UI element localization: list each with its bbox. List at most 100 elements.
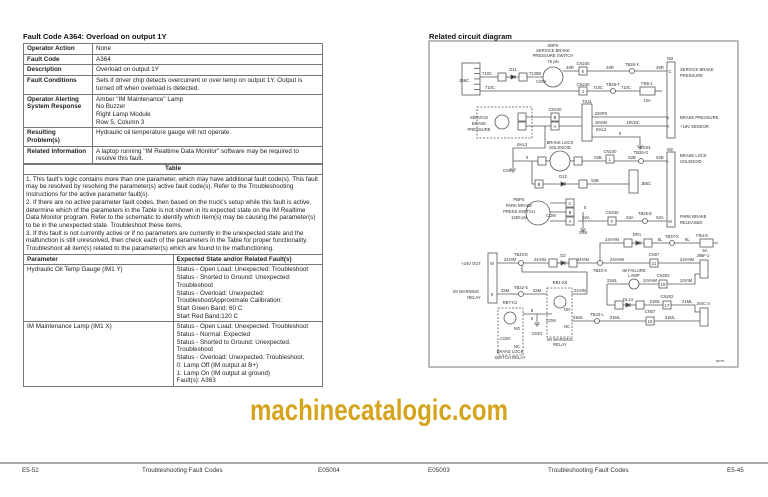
diagram-label: IM WARNING (547, 337, 573, 342)
diagram-label: 52A (656, 215, 664, 220)
wire (592, 136, 641, 145)
diagram-label: SBPS (547, 43, 558, 48)
fault-title: Fault Code A364: Overload on output 1Y (23, 32, 167, 41)
diagram-label: 24VIM (504, 257, 517, 262)
diagram-label: T125B (529, 71, 542, 76)
diagram-label: 24VIM (577, 257, 590, 262)
diagram-label: DR1 (633, 232, 642, 237)
connector-pin-box (643, 238, 653, 248)
diagram-label: 0 (619, 131, 622, 136)
diagram-label: B (554, 115, 557, 120)
diagram-label: 33M (533, 288, 542, 293)
diagram-label: 52B (628, 155, 636, 160)
diagram-label: CN240 (576, 61, 590, 66)
diagram-label: 48R (606, 65, 614, 70)
connector-pin-box (658, 279, 668, 289)
diagram-label: TB25-E (638, 211, 652, 216)
diagram-label: NC (514, 344, 520, 349)
park-brake-pressure-switch (525, 200, 551, 226)
j86f-1-connector (699, 259, 709, 279)
parameter-table: Table 1. This fault's logic contains mor… (23, 163, 323, 387)
diagram-label: 710C (621, 85, 631, 90)
diagram-label: B (569, 210, 572, 215)
connector-pin-box (607, 216, 617, 226)
m3-module-block (666, 61, 676, 139)
diagram-label: 710C (593, 85, 603, 90)
connector-pin-box (578, 86, 588, 96)
connector-pin-box (578, 179, 588, 189)
diagram-label: B (538, 182, 541, 187)
diagram-label: 21ML (650, 299, 661, 304)
diagram-label: F (611, 219, 614, 224)
diagram-label: 52B (656, 155, 664, 160)
diagram-label: COM (546, 318, 556, 323)
diagram-label: 21ML (682, 299, 693, 304)
terminal-block-point (518, 291, 524, 297)
diagram-label: 710C (482, 71, 492, 76)
fault-row-value: None (92, 43, 323, 55)
diagram-label: SHL3 (596, 127, 607, 132)
diagram-label: D2 (560, 253, 566, 258)
diagram-label: PRESS SWITCH (503, 209, 535, 214)
parameter-name: IM Maintenance Lamp (IM1 X) (23, 321, 174, 387)
diagram-label: TB26-X (625, 62, 639, 67)
diagram-label: PARK BRAKE (680, 214, 707, 219)
diagram-label: M (668, 219, 672, 224)
diagram-label: +24V OUT (461, 261, 481, 266)
diagram-label: 0 (584, 205, 587, 210)
ground-icon (580, 228, 586, 233)
ground-icon (637, 145, 643, 150)
diagram-label: 710C (485, 85, 495, 90)
diagram-label: 24VHM (680, 257, 694, 262)
diagram-label: RB1-K5 (553, 280, 568, 285)
diagram-label: 18VDC (626, 120, 640, 125)
diagram-label: 8 (531, 308, 534, 313)
m2-module-block (666, 151, 676, 228)
connector-pin-box (537, 156, 547, 166)
diagram-label: TB23-L (590, 312, 604, 317)
wire (607, 304, 700, 313)
diagram-label: IM WARNING (453, 289, 479, 294)
diagram-label: 17 (665, 303, 670, 308)
connector-pin-box (623, 238, 633, 248)
terminal-block-point (597, 260, 603, 266)
diagram-label: 75 psi (547, 59, 558, 64)
connector-pin-box (548, 258, 558, 268)
diagram-label: 48R (566, 65, 574, 70)
im-module-block (487, 252, 498, 304)
diagram-label: 52B (591, 178, 599, 183)
diagram-label: 19 (661, 282, 666, 287)
diagram-label: CN202 (660, 294, 674, 299)
diagram-label: i (668, 159, 669, 164)
diagram-label: M2 (667, 147, 673, 152)
diagram-label: 31ML (607, 278, 618, 283)
diagram-label: A (554, 124, 557, 129)
diagram-label: +18V SENSOR (680, 124, 709, 129)
terminal-block-point (518, 260, 524, 266)
diagram-label: 24VHM (605, 237, 619, 242)
diagram-label: GS03 (640, 145, 651, 150)
diagram-label: 24VHM (610, 257, 624, 262)
diagram-label: L (609, 157, 612, 162)
diagram-label: JB6C (641, 181, 651, 186)
connector-pin-box (662, 300, 672, 310)
diagram-label: W (490, 261, 494, 266)
diagram-label: C (668, 69, 671, 74)
diagram-label: 21 (652, 261, 657, 266)
diagram-label: 0 (531, 316, 534, 321)
connector-pin-box (565, 207, 575, 217)
diagram-label: PRESSURE SWITCH (533, 53, 574, 58)
terminal-block-point (629, 68, 635, 74)
diagram-label: TB26-T (606, 82, 620, 87)
terminal-block-point (594, 318, 600, 324)
connector-pin-box (550, 112, 560, 122)
connector-pin-box (497, 72, 507, 82)
diagram-label: 90078 (716, 359, 725, 363)
diagram-label: LAMP (628, 273, 640, 278)
pressure-sensor-symbol (494, 114, 510, 130)
diagram-label: CN202 (656, 273, 670, 278)
diagram-label: JB6C (459, 78, 469, 83)
service-brake-pressure-switch (542, 66, 564, 88)
